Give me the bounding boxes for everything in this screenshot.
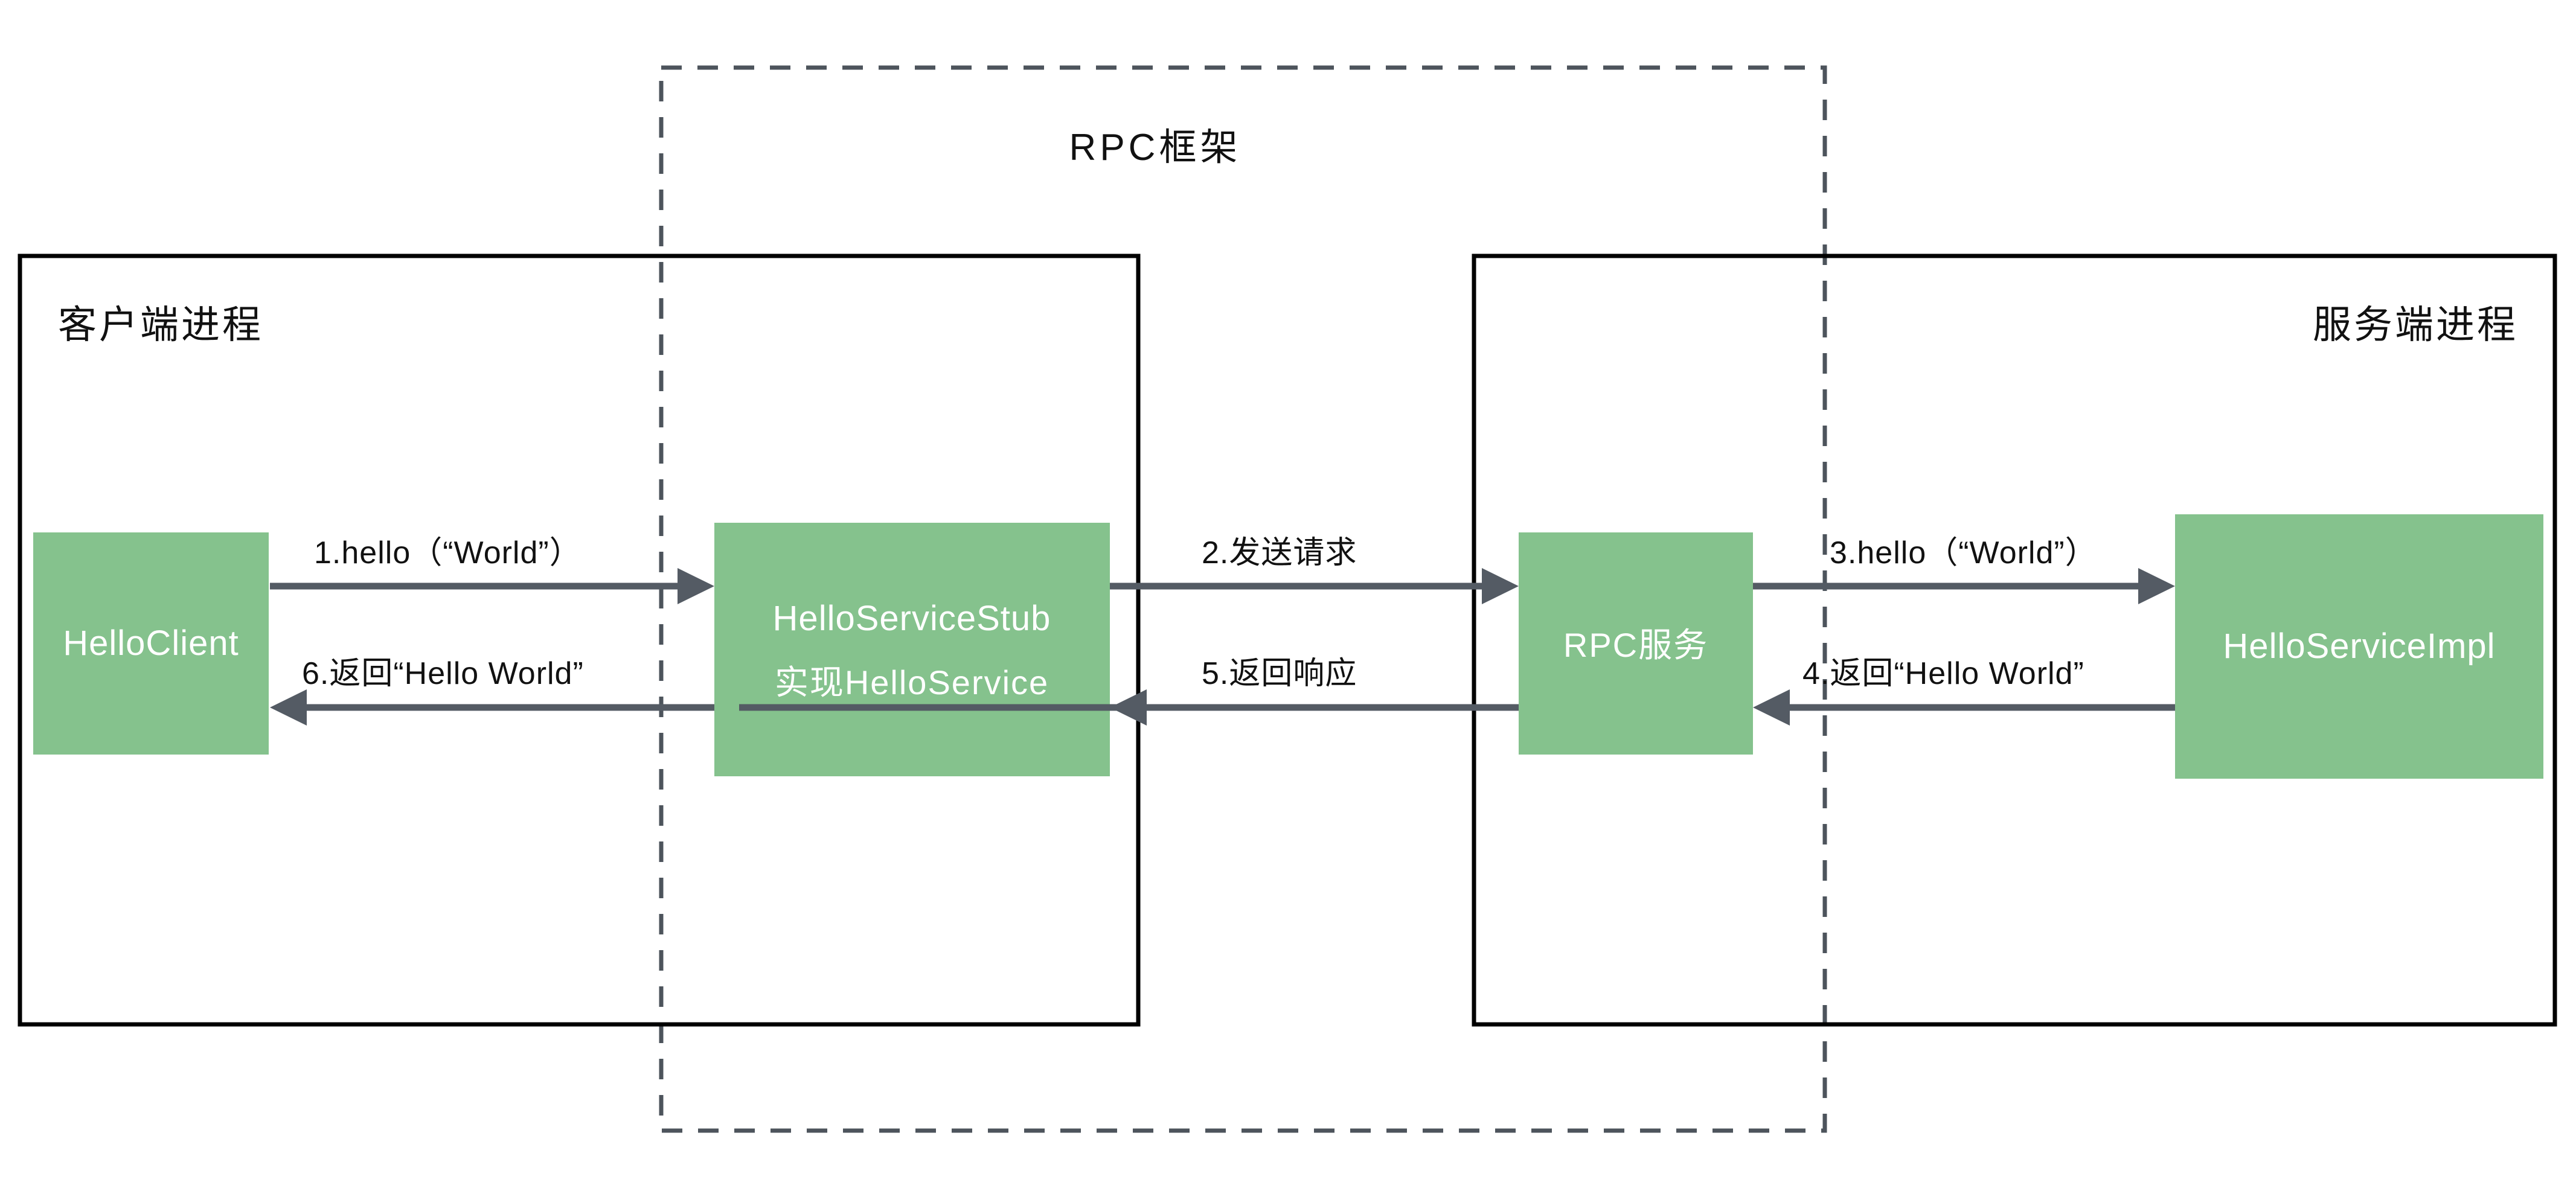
edge-6-arrowhead-icon xyxy=(270,689,307,726)
edge-6-label: 6.返回“Hello World” xyxy=(302,656,584,691)
edge-1-arrowhead-icon xyxy=(678,568,714,604)
edge-3-arrowhead-icon xyxy=(2138,568,2175,604)
edge-4-arrowhead-icon xyxy=(1753,689,1790,726)
edge-5-arrowhead-icon xyxy=(1110,689,1147,726)
edge-2-label: 2.发送请求 xyxy=(1202,535,1357,570)
node-hello-service-impl-label: HelloServiceImpl xyxy=(2223,627,2495,666)
edge-1-label: 1.hello（“World”） xyxy=(314,535,582,570)
node-hello-service-impl[interactable] xyxy=(2175,514,2543,779)
node-hello-service-stub[interactable] xyxy=(714,523,1110,776)
node-rpc-service-label: RPC服务 xyxy=(1563,626,1708,664)
server-process-title: 服务端进程 xyxy=(2313,303,2518,346)
edge-4-label: 4.返回“Hello World” xyxy=(1802,656,2084,691)
node-hello-client[interactable] xyxy=(33,532,269,755)
client-process-frame xyxy=(18,254,1141,1027)
edge-3-label: 3.hello（“World”） xyxy=(1830,535,2097,570)
node-hello-service-stub-sublabel: 实现HelloService xyxy=(775,663,1049,701)
rpc-framework-boundary xyxy=(659,65,1827,1133)
client-process-title: 客户端进程 xyxy=(58,303,263,346)
node-rpc-service[interactable] xyxy=(1519,532,1753,755)
server-process-frame xyxy=(1472,254,2557,1027)
edge-2-arrowhead-icon xyxy=(1482,568,1519,604)
edge-5-label: 5.返回响应 xyxy=(1202,656,1357,691)
rpc-framework-title: RPC框架 xyxy=(1069,127,1242,168)
node-hello-client-label: HelloClient xyxy=(63,624,239,663)
node-hello-service-stub-label: HelloServiceStub xyxy=(773,599,1051,638)
